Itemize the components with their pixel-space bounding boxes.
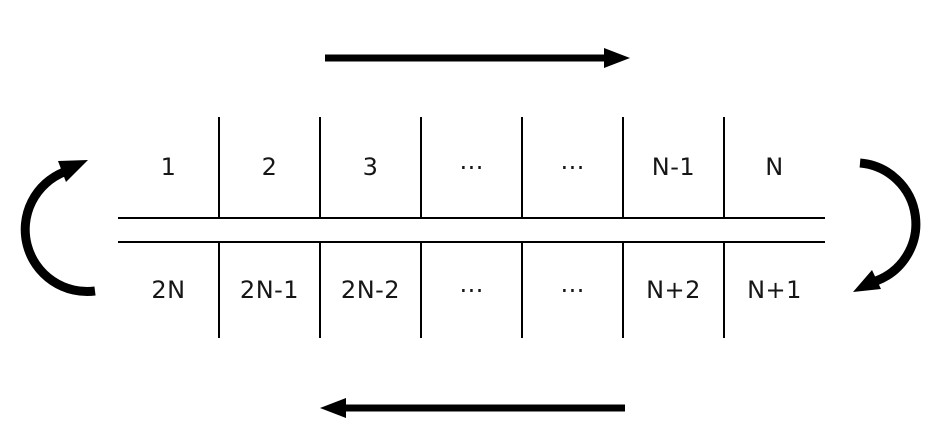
bottom-row-cell-dividers	[218, 242, 725, 338]
cell-label: 3	[362, 153, 379, 181]
cell-top-3: 3	[320, 117, 421, 217]
cell-label: N	[765, 153, 784, 181]
cell-bottom-ellipsis-2: ⋯	[522, 242, 623, 338]
cell-top-ellipsis-1: ⋯	[421, 117, 522, 217]
cell-label: 2N-2	[340, 276, 401, 304]
cell-bottom-2n: 2N	[118, 242, 219, 338]
cell-bottom-ellipsis-1: ⋯	[421, 242, 522, 338]
cell-bottom-n-plus-2: N+2	[623, 242, 724, 338]
cell-bottom-2n-minus-1: 2N-1	[219, 242, 320, 338]
bottom-row: 2N 2N-1 2N-2 ⋯ ⋯ N+2 N+1	[118, 242, 825, 338]
cell-label: N+1	[747, 276, 802, 304]
cell-label: ⋯	[459, 153, 484, 181]
cell-label: N-1	[651, 153, 696, 181]
cell-bottom-n-plus-1: N+1	[724, 242, 825, 338]
arrow-left-icon	[320, 398, 625, 418]
cell-bottom-2n-minus-2: 2N-2	[320, 242, 421, 338]
cell-top-ellipsis-2: ⋯	[522, 117, 623, 217]
top-row-cell-dividers	[218, 117, 725, 217]
cell-top-1: 1	[118, 117, 219, 217]
curved-arrow-down-icon	[853, 158, 921, 292]
cell-label: ⋯	[560, 276, 585, 304]
cell-label: N+2	[646, 276, 701, 304]
cell-label: 2	[261, 153, 278, 181]
top-row: 1 2 3 ⋯ ⋯ N-1 N	[118, 117, 825, 217]
arrow-right-icon	[325, 48, 630, 68]
curved-arrow-up-icon	[20, 160, 96, 296]
cell-label: ⋯	[459, 276, 484, 304]
cell-label: 2N-1	[239, 276, 300, 304]
cell-label: 1	[160, 153, 177, 181]
cell-top-2: 2	[219, 117, 320, 217]
row-divider-rails	[118, 217, 825, 243]
cell-top-n-minus-1: N-1	[623, 117, 724, 217]
cell-top-n: N	[724, 117, 825, 217]
cell-label: 2N	[151, 276, 186, 304]
cell-label: ⋯	[560, 153, 585, 181]
